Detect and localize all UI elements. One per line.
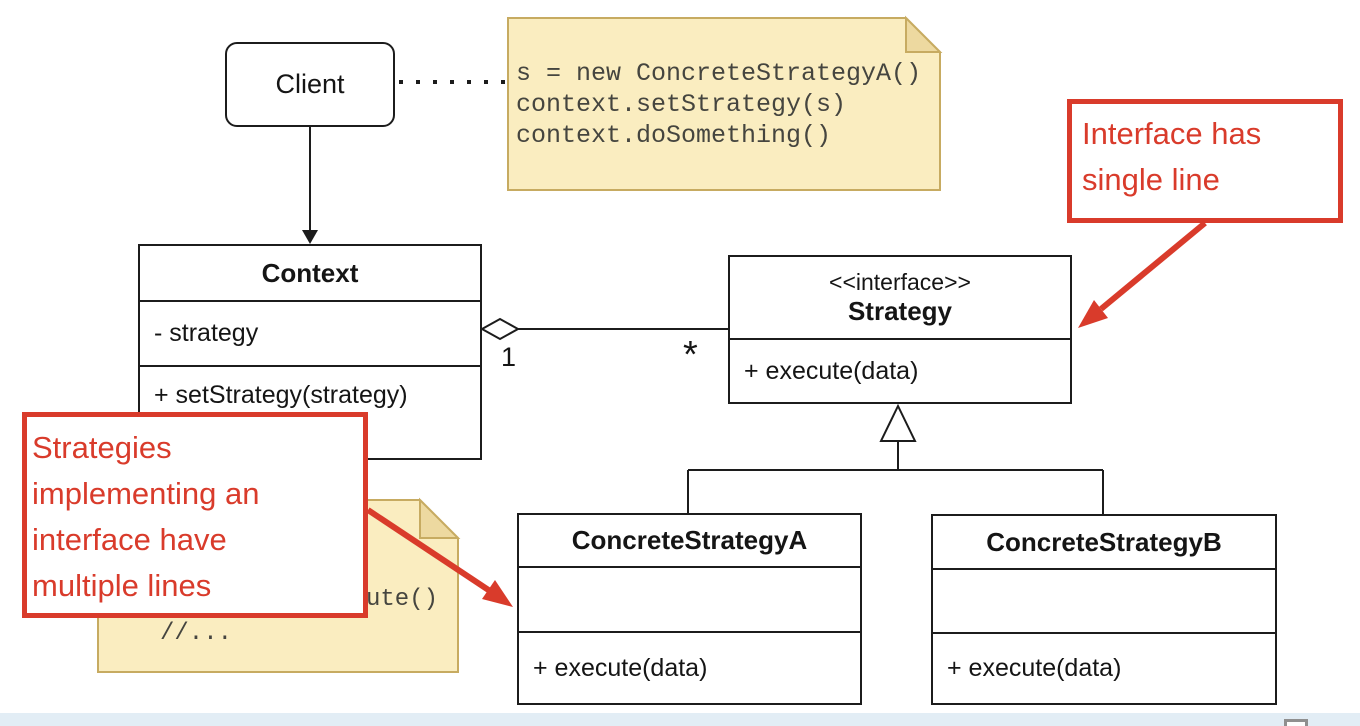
client-class-label: Client — [275, 69, 345, 99]
concrete-strategy-b-method-execute: + execute(data) — [947, 654, 1122, 682]
square-icon[interactable] — [1284, 719, 1308, 726]
strategy-code-note-fragment-2: //... — [160, 620, 233, 647]
concrete-strategy-b-title: ConcreteStrategyB — [986, 526, 1222, 557]
concrete-strategy-a-method-execute: + execute(data) — [533, 653, 708, 682]
strategy-method-execute: + execute(data) — [744, 356, 919, 385]
multiplicity-strategy-end: * — [683, 334, 698, 376]
context-method-setstrategy: + setStrategy(strategy) — [154, 381, 408, 409]
strategies-callout: Strategies implementing an interface hav… — [22, 412, 368, 618]
client-code-note-fold-icon — [905, 15, 943, 53]
bottom-bar — [0, 713, 1360, 726]
client-to-context-arrowhead-icon — [302, 230, 318, 244]
interface-callout: Interface has single line — [1067, 99, 1343, 223]
realization-triangle-icon — [879, 403, 917, 442]
strategy-interface-title-compartment: <<interface>> Strategy — [730, 257, 1070, 338]
strategy-methods-compartment: + execute(data) — [730, 338, 1070, 402]
strategy-interface-class: <<interface>> Strategy + execute(data) — [728, 255, 1072, 404]
strategies-callout-arrowhead-icon — [482, 580, 513, 607]
strategy-code-note-fragment-1: ute() — [366, 586, 439, 613]
concrete-strategy-a-title: ConcreteStrategyA — [571, 525, 808, 555]
aggregation-diamond-icon — [479, 317, 521, 341]
client-code-note-text: s = new ConcreteStrategyA() context.setS… — [516, 59, 922, 150]
concrete-strategy-b-attributes-compartment — [933, 568, 1275, 632]
client-class: Client — [225, 42, 395, 127]
concrete-strategy-a-attributes-compartment — [519, 566, 860, 631]
concrete-strategy-b-class: ConcreteStrategyB + execute(data) — [931, 514, 1277, 705]
strategies-callout-arrow-line — [366, 507, 492, 594]
interface-callout-arrowhead-icon — [1078, 300, 1108, 328]
multiplicity-context-end: 1 — [501, 342, 517, 372]
strategy-interface-stereotype: <<interface>> — [829, 269, 971, 295]
concrete-strategy-a-methods-compartment: + execute(data) — [519, 631, 860, 703]
context-attributes-compartment: - strategy — [140, 300, 480, 365]
concrete-strategy-b-methods-compartment: + execute(data) — [933, 632, 1275, 703]
strategy-interface-name: Strategy — [847, 296, 953, 326]
context-attribute-strategy: - strategy — [154, 319, 259, 347]
interface-callout-arrow-line — [1099, 220, 1207, 312]
context-class-title: Context — [261, 257, 359, 288]
concrete-strategy-a-class: ConcreteStrategyA + execute(data) — [517, 513, 862, 705]
context-methods-compartment: + setStrategy(strategy) — [140, 365, 480, 458]
strategy-code-note-fold-icon — [419, 497, 461, 539]
